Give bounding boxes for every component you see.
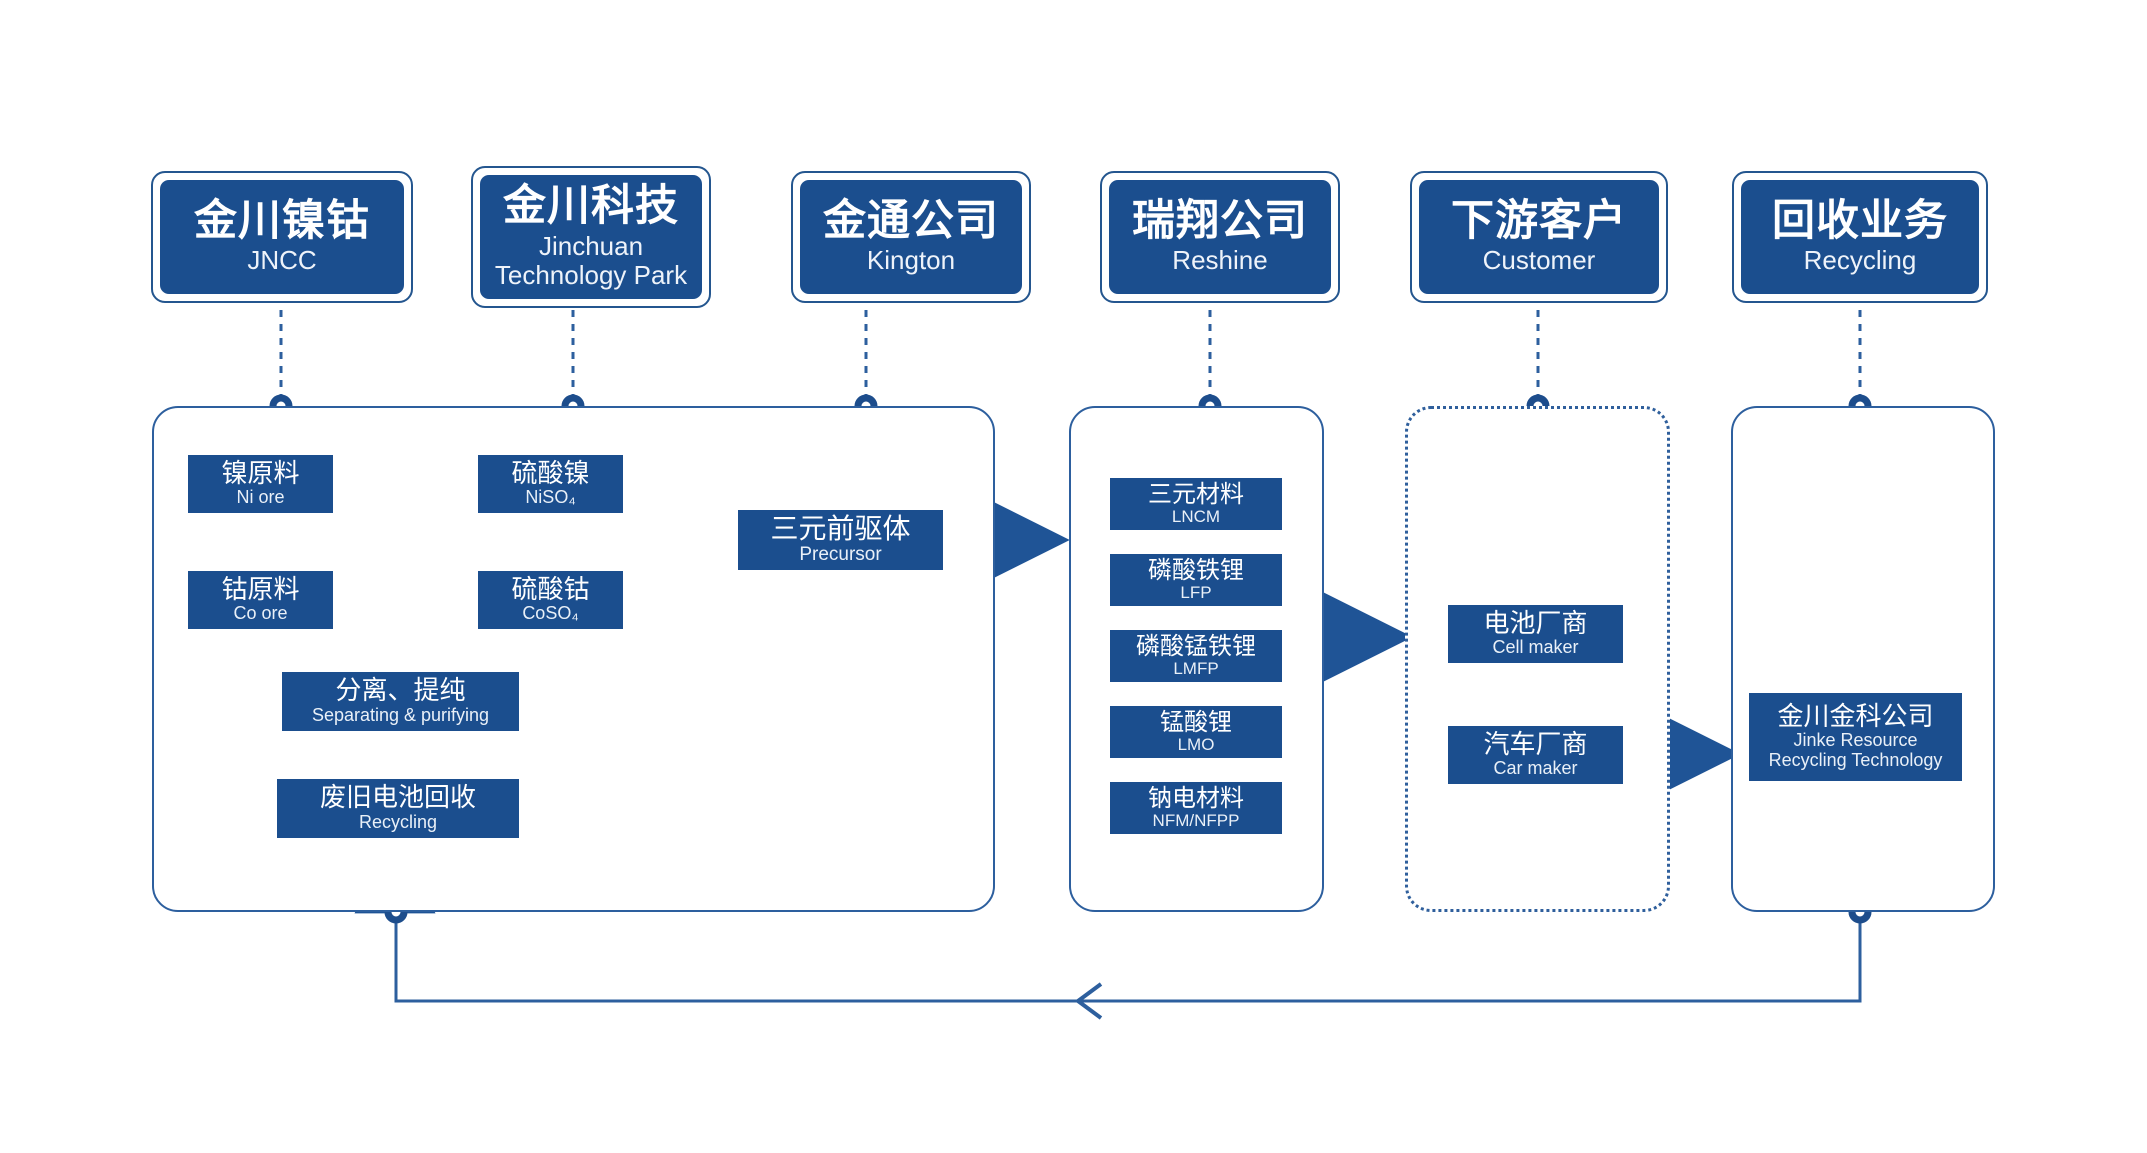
block-label-en: CoSO₄ [522,603,579,624]
block-label-cn: 锰酸锂 [1160,708,1232,736]
header-card-customer[interactable]: 下游客户 Customer [1410,171,1668,303]
block-label-en: Co ore [233,603,288,624]
block-label-en: Recycling [358,811,438,832]
block-niso4[interactable]: 硫酸镍 NiSO₄ [478,455,623,513]
header-title-cn: 回收业务 [1772,196,1948,245]
block-waste-battery-recycling[interactable]: 废旧电池回收 Recycling [277,779,519,838]
loop-arrowhead [1074,982,1103,1020]
header-card-jncc[interactable]: 金川镍钴 JNCC [151,171,413,303]
block-label-cn: 电池厂商 [1483,607,1588,638]
block-label-en: Ni ore [236,487,285,508]
block-label-cn: 硫酸钴 [511,573,590,604]
block-label-en: Cell maker [1492,637,1579,658]
block-label-en: LMFP [1173,658,1219,678]
block-label-cn: 分离、提纯 [335,675,466,706]
block-label-en: Separating & purifying [311,704,490,725]
block-precursor[interactable]: 三元前驱体 Precursor [738,510,943,570]
block-lncm[interactable]: 三元材料 LNCM [1110,478,1282,530]
header-title-cn: 金川镍钴 [194,196,370,245]
block-label-cn: 钠电材料 [1148,784,1244,812]
header-card-reshine[interactable]: 瑞翔公司 Reshine [1100,171,1340,303]
header-title-en: Recycling [1803,245,1917,276]
header-card-jinchuan-technology-park[interactable]: 金川科技 Jinchuan Technology Park [471,166,711,308]
block-label-cn: 磷酸锰铁锂 [1136,632,1256,660]
header-title-cn: 瑞翔公司 [1132,196,1308,245]
block-label-cn: 废旧电池回收 [319,782,476,813]
block-label-en: Car maker [1493,758,1578,779]
header-title-cn: 金川科技 [503,182,679,231]
block-coso4[interactable]: 硫酸钴 CoSO₄ [478,571,623,629]
header-title-en: Customer [1482,245,1596,276]
block-cell-maker[interactable]: 电池厂商 Cell maker [1448,605,1623,663]
header-card-kington[interactable]: 金通公司 Kington [791,171,1031,303]
header-card-body: 回收业务 Recycling [1741,180,1979,294]
header-card-body: 金川科技 Jinchuan Technology Park [480,175,702,299]
block-nfm-nfpp[interactable]: 钠电材料 NFM/NFPP [1110,782,1282,834]
block-label-cn: 金川金科公司 [1777,701,1934,732]
recycling-panel [1731,406,1995,912]
block-label-en: LFP [1180,582,1212,602]
block-label-en: NiSO₄ [525,487,576,508]
feedback-loop [394,912,1862,1003]
block-label-cn: 镍原料 [221,457,300,488]
header-title-en: Jinchuan Technology Park [494,230,688,290]
header-title-en: Reshine [1172,245,1268,276]
block-label-en: Precursor [799,543,882,565]
block-label-en: Jinke Resource Recycling Technology [1768,730,1943,771]
block-label-cn: 三元材料 [1148,480,1244,508]
block-separating-purifying[interactable]: 分离、提纯 Separating & purifying [282,672,519,731]
header-card-body: 金通公司 Kington [800,180,1022,294]
block-label-cn: 磷酸铁锂 [1148,556,1244,584]
block-ni-ore[interactable]: 镍原料 Ni ore [188,455,333,513]
block-lmfp[interactable]: 磷酸锰铁锂 LMFP [1110,630,1282,682]
block-lfp[interactable]: 磷酸铁锂 LFP [1110,554,1282,606]
block-label-en: NFM/NFPP [1152,810,1240,830]
block-label-cn: 钴原料 [221,573,300,604]
block-label-en: LNCM [1171,506,1221,526]
block-co-ore[interactable]: 钴原料 Co ore [188,571,333,629]
block-car-maker[interactable]: 汽车厂商 Car maker [1448,726,1623,784]
header-title-en: JNCC [247,245,317,276]
block-label-cn: 硫酸镍 [511,457,590,488]
header-title-cn: 金通公司 [823,196,999,245]
header-title-cn: 下游客户 [1451,196,1627,245]
header-dropper-lines [279,310,1862,406]
header-title-en: Kington [866,245,956,276]
header-card-body: 金川镍钴 JNCC [160,180,404,294]
block-jinke-resource[interactable]: 金川金科公司 Jinke Resource Recycling Technolo… [1749,693,1962,781]
block-label-cn: 三元前驱体 [770,513,911,545]
header-card-body: 下游客户 Customer [1419,180,1659,294]
block-lmo[interactable]: 锰酸锂 LMO [1110,706,1282,758]
header-card-body: 瑞翔公司 Reshine [1109,180,1331,294]
block-label-en: LMO [1177,734,1215,754]
block-label-cn: 汽车厂商 [1483,728,1588,759]
header-card-recycling[interactable]: 回收业务 Recycling [1732,171,1988,303]
